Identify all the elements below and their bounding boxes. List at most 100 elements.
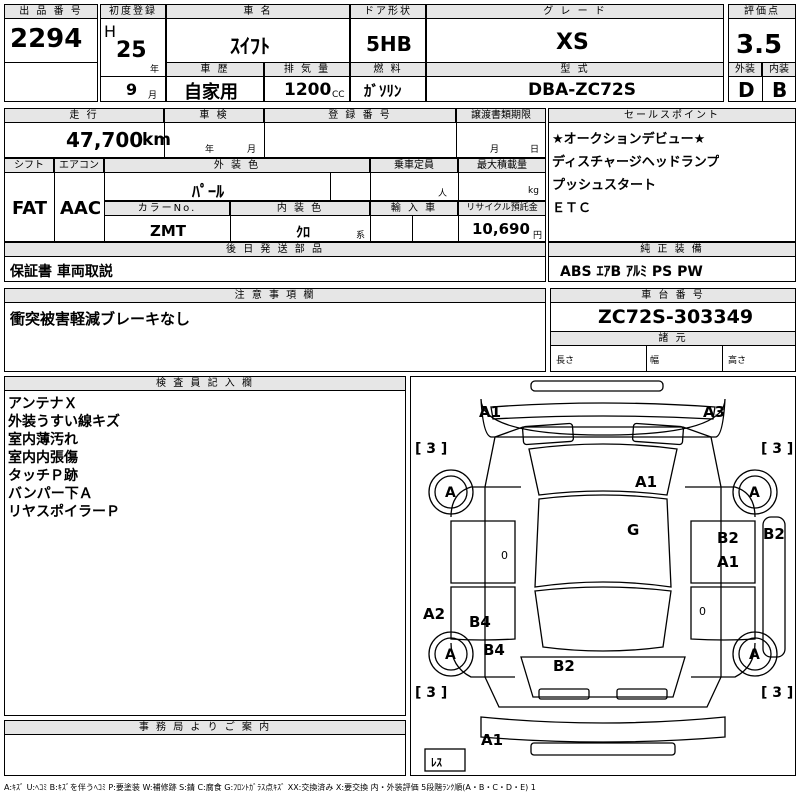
exterior-color-label: 外 装 色 [104, 158, 370, 173]
left-rear-quarter-outline [450, 642, 515, 678]
inspector-note: 室内内張傷 [8, 450, 78, 466]
interior-color: ｸﾛ [296, 225, 310, 241]
later-parts: 保証書 車両取説 [10, 264, 113, 280]
length-label: 長さ [556, 356, 575, 366]
mark-rear-glass: B2 [553, 657, 575, 675]
sales-point: ディスチャージヘッドランプ [552, 155, 720, 170]
model-label: 型 式 [426, 62, 724, 77]
tire-front-right: [ 3 ] [761, 441, 794, 457]
month-unit: 月 [148, 91, 158, 101]
inspector-note: バンパー下Ａ [8, 486, 93, 502]
displacement-label: 排 気 量 [264, 62, 350, 77]
lot-label: 出 品 番 号 [4, 4, 98, 19]
recycle-deposit-label: リサイクル預託金 [458, 201, 546, 216]
mark-wheel-fl: A [445, 485, 456, 501]
aircon: AAC [60, 198, 102, 219]
transfer-day-unit: 日 [530, 145, 540, 155]
sales-point: ★オークションデビュー★ [552, 132, 706, 147]
exterior-label: 外装 [728, 62, 762, 77]
rear-deck-outline [520, 656, 686, 698]
grille-outline [490, 402, 716, 420]
inspector-note: アンテナＸ [8, 396, 78, 412]
later-parts-label: 後 日 発 送 部 品 [4, 242, 546, 257]
car-diagram [424, 380, 786, 772]
transfer-deadline-label: 譲渡書類期限 [456, 108, 546, 123]
exterior-color: ﾊﾟｰﾙ [192, 182, 225, 201]
rear-left-wheel [428, 631, 474, 677]
car-name: ｽｲﾌﾄ [230, 34, 270, 58]
front-right-wheel [732, 469, 778, 515]
interior-grade: B [772, 78, 788, 102]
score: 3.5 [736, 30, 783, 60]
equipment: ABS ｴｱB ｱﾙﾐ PS PW [560, 264, 703, 280]
inspection-year-unit: 年 [205, 145, 215, 155]
car-diagram-box: A1 A3 A1 G B2 A1 B2 A2 B4 B4 B2 A1 A A A… [410, 376, 796, 776]
body-outline [484, 426, 722, 708]
left-rear-door-outline [450, 586, 516, 641]
tire-front-left-value: 3 [426, 441, 437, 457]
office-label: 事 務 局 よ り ご 案 内 [4, 720, 406, 735]
right-front-door-outline [690, 520, 756, 584]
max-load-label: 最大積載量 [458, 158, 546, 173]
history: 自家用 [184, 82, 238, 103]
tire-rear-right: [ 3 ] [761, 685, 794, 701]
left-taillamp-outline [538, 688, 590, 700]
left-fender-outline [450, 486, 521, 518]
displacement: 1200 [284, 80, 332, 100]
tire-rear-left: [ 3 ] [415, 685, 448, 701]
mark-left-rear-door: B4 [469, 613, 491, 631]
width-label: 幅 [650, 356, 660, 366]
rear-glass-outline [534, 586, 672, 652]
tire-front-left: [ 3 ] [415, 441, 448, 457]
equipment-label: 純 正 装 備 [548, 242, 796, 257]
color-number: ZMT [150, 222, 187, 240]
rear-bumper-outline [480, 716, 726, 743]
tire-rear-right-value: 3 [772, 685, 783, 701]
exterior-grade: D [738, 78, 755, 102]
lot-number: 2294 [10, 24, 83, 54]
mark-roof: G [627, 521, 640, 539]
shift: FAT [12, 198, 48, 219]
inspector-note: 外装うすい線キズ [8, 414, 120, 430]
notes-label: 注 意 事 項 欄 [4, 288, 546, 303]
notes: 衝突被害軽減ブレーキなし [10, 310, 191, 328]
mark-wheel-rr: A [749, 647, 760, 663]
import-label: 輸 入 車 [370, 201, 458, 216]
mark-rear-bumper: A1 [481, 731, 504, 749]
year-unit: 年 [150, 65, 160, 75]
interior-color-label: 内 装 色 [230, 201, 370, 216]
mileage-unit: km [142, 130, 172, 150]
right-rear-quarter-outline [691, 642, 756, 678]
mark-right-front-door-2: A1 [717, 553, 740, 571]
registration-month: 9 [126, 80, 138, 99]
mark-right-front-door: B2 [717, 529, 739, 547]
mark-left-rear-door-2: B4 [483, 641, 505, 659]
shift-label: シフト [4, 158, 54, 173]
right-headlamp-outline [631, 422, 685, 446]
right-side-mirror-outline [762, 516, 786, 658]
roof-outline [534, 494, 672, 588]
mark-right-door-zero: 0 [699, 605, 706, 618]
right-fender-outline [685, 486, 756, 518]
inspector-label: 検 査 員 記 入 欄 [4, 376, 406, 391]
max-load-unit: kg [528, 186, 539, 196]
rear-right-wheel [732, 631, 778, 677]
mark-right-mirror: B2 [763, 525, 785, 543]
tire-front-right-value: 3 [772, 441, 783, 457]
mark-left-rear-quarter: A2 [423, 605, 446, 623]
capacity-unit: 人 [438, 189, 448, 199]
recycle-deposit-unit: 円 [533, 231, 543, 241]
grade-label: グ レ ー ド [426, 4, 724, 19]
era: H [104, 22, 117, 41]
chassis-number: ZC72S-303349 [598, 306, 754, 328]
recycle-deposit: 10,690 [472, 220, 530, 238]
grade: XS [556, 30, 589, 55]
legend: A:ｷｽﾞ U:ﾍｺﾐ B:ｷｽﾞを伴うﾍｺﾐ P:要塗装 W:補修跡 S:錆 … [4, 783, 536, 792]
displacement-unit: CC [332, 90, 345, 100]
door-type: 5HB [366, 32, 412, 56]
first-registration-label: 初度登録 [100, 4, 166, 19]
model-code: DBA-ZC72S [528, 80, 636, 100]
dimensions-label: 諸 元 [550, 331, 796, 346]
mark-front-right: A3 [703, 403, 726, 421]
sales-point: プッシュスタート [552, 178, 657, 193]
